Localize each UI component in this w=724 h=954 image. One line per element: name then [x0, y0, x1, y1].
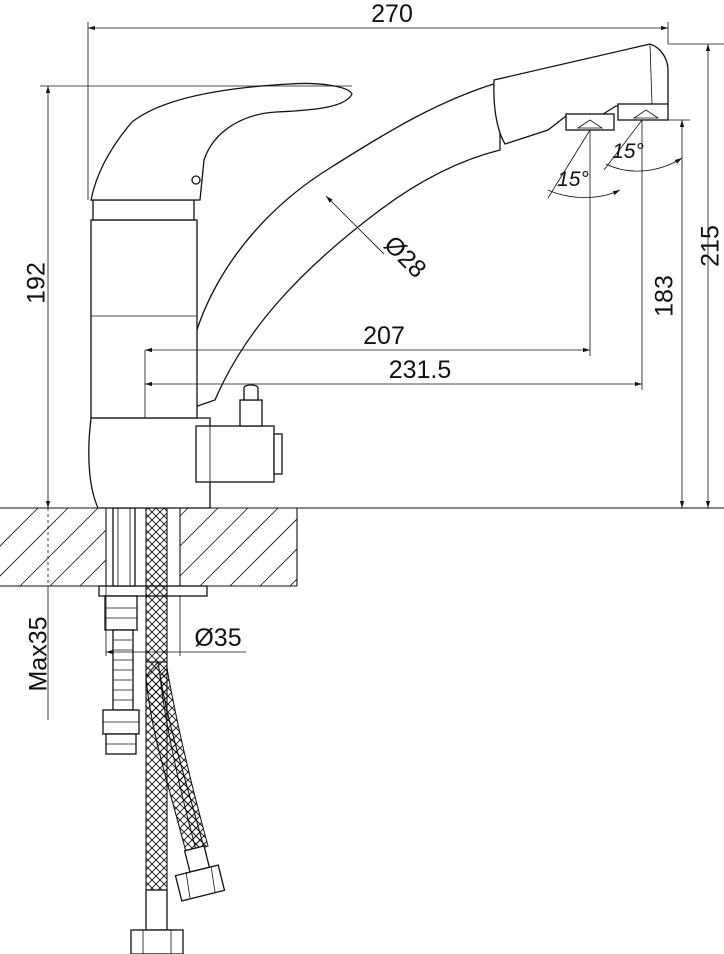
hose-fitting-bottom-ferrule	[145, 889, 168, 931]
filter-valve-lever	[239, 399, 263, 427]
cartridge-cap	[92, 199, 195, 221]
filter-valve-cap	[273, 433, 283, 475]
dim-overall-width: 270	[371, 0, 413, 28]
dim-line-spout-diameter	[325, 195, 385, 255]
mounting-nut	[104, 595, 138, 631]
dim-reach-231: 231.5	[389, 356, 452, 384]
countertop	[0, 507, 724, 587]
spout-tube	[184, 81, 501, 411]
filter-valve-body	[195, 425, 275, 483]
countertop-hatching	[0, 508, 297, 586]
body-base	[88, 417, 211, 509]
hose-a-upper	[145, 507, 168, 663]
dim-spout-diameter: Ø28	[378, 230, 431, 283]
lever-handle	[90, 82, 353, 201]
dim-angle-right: 15°	[612, 140, 644, 163]
dim-body-height: 192	[23, 262, 51, 304]
dim-overall-height: 215	[697, 225, 724, 267]
dim-arc-angle-right	[605, 157, 683, 172]
dim-arc-angle-left	[547, 189, 621, 198]
hose-nut-right	[174, 864, 226, 902]
hose-nut-bottom	[130, 929, 184, 954]
flexible-hoses	[130, 507, 226, 954]
faucet-body	[88, 43, 669, 509]
dim-reach-207: 207	[363, 322, 405, 350]
dim-mount-hole: Ø35	[194, 624, 241, 652]
mounting-stud	[112, 507, 136, 587]
temperature-indicator	[191, 175, 201, 185]
dim-angle-left: 15°	[557, 168, 589, 191]
dim-spout-height: 183	[651, 275, 679, 317]
dim-max-thickness: Max35	[25, 616, 53, 691]
body-cylinder	[90, 219, 198, 419]
